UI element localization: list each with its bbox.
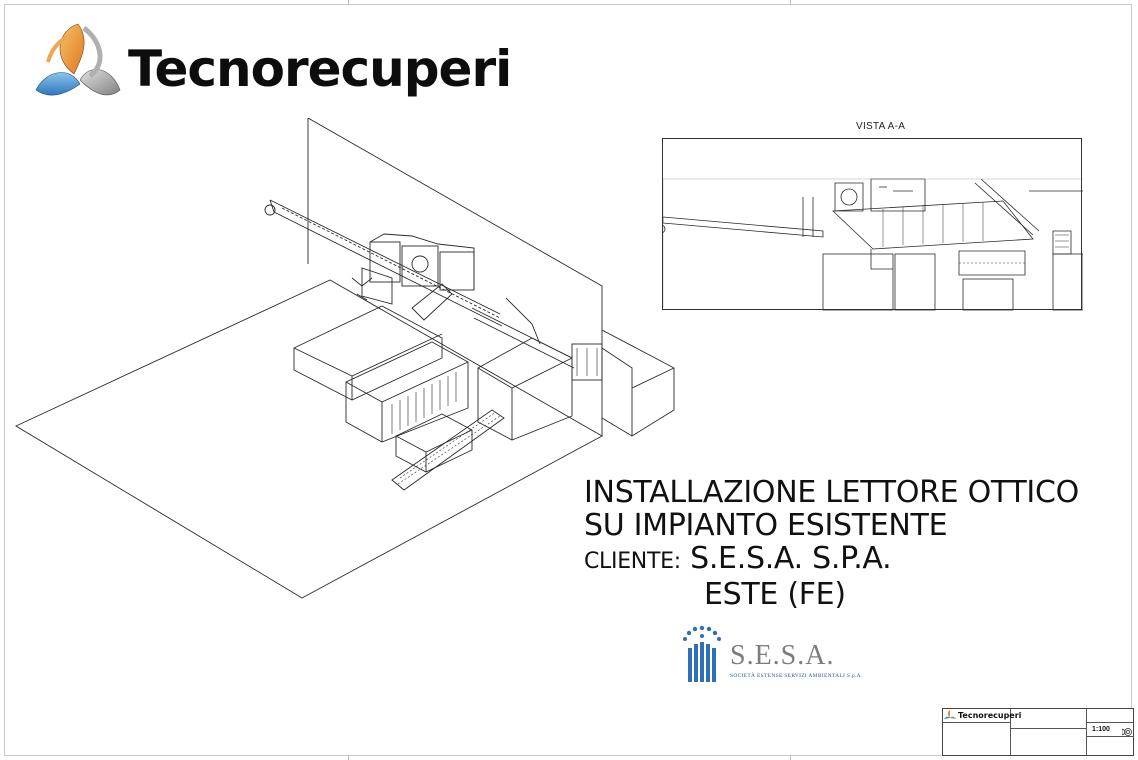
cartouche-divider (942, 722, 1010, 723)
client-label: CLIENTE: (584, 549, 681, 574)
border-tick (348, 756, 349, 760)
back-wall (307, 118, 603, 436)
section-view-frame (656, 138, 1084, 311)
border-tick (348, 0, 349, 4)
trefoil-logo-icon (35, 23, 121, 96)
cartouche-divider (1010, 728, 1086, 729)
title-line-1: INSTALLAZIONE LETTORE OTTICO (584, 475, 1079, 510)
sesa-emblem-icon (683, 625, 721, 682)
cartouche-logo-icon (944, 710, 956, 719)
sesa-subtitle: SOCIETÀ ESTENSE SERVIZI AMBIENTALI S.p.A… (730, 673, 863, 679)
cartouche-scale: 1:100 (1092, 726, 1110, 733)
view-title: VISTA A-A (856, 121, 906, 132)
drawing-title-block: INSTALLAZIONE LETTORE OTTICO SU IMPIANTO… (584, 476, 1079, 611)
cartouche-divider (1086, 722, 1134, 723)
cartouche-brand: Tecnorecuperi (958, 711, 1022, 720)
sesa-name: S.E.S.A. (730, 640, 835, 671)
projection-symbol-icon (1122, 728, 1132, 736)
cartouche-divider (1010, 708, 1011, 756)
cartouche-divider (1086, 736, 1134, 737)
cartouche-divider (1086, 708, 1087, 756)
border-tick (790, 0, 791, 4)
border-tick (790, 756, 791, 760)
tecnorecuperi-logo (28, 18, 568, 108)
sheet-border (4, 4, 1132, 756)
brand-wordmark: Tecnorecuperi (128, 40, 512, 98)
isometric-plant-view (15, 118, 675, 599)
client-city: ESTE (FE) (704, 577, 846, 612)
sesa-logo (680, 622, 880, 688)
client-line: CLIENTE: S.E.S.A. S.P.A. (584, 542, 1079, 578)
section-a-a-drawing (656, 178, 1084, 311)
title-line-2: SU IMPIANTO ESISTENTE (584, 508, 948, 543)
client-name: S.E.S.A. S.P.A. (690, 541, 892, 576)
cartouche (942, 708, 1134, 756)
